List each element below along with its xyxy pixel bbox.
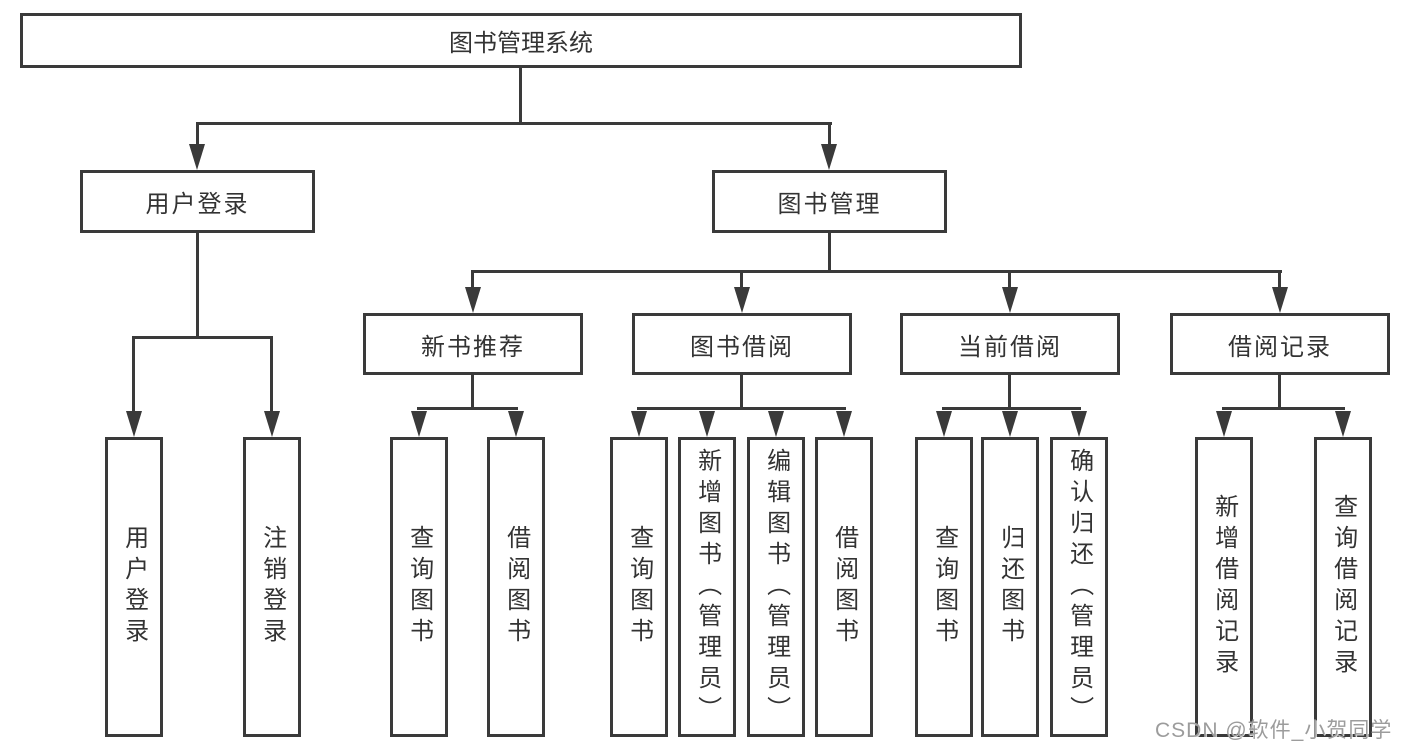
connector-line: [196, 122, 199, 146]
connector-line: [740, 375, 743, 410]
connector-line: [1008, 270, 1011, 289]
arrow-down-icon: [936, 411, 952, 437]
node-user-login: 用户登录: [80, 170, 315, 233]
leaf-add-book-admin: 新增图书（管理员）: [678, 437, 736, 737]
leaf-borrow-books-recommend: 借阅图书: [487, 437, 545, 737]
arrow-down-icon: [1335, 411, 1351, 437]
arrow-down-icon: [768, 411, 784, 437]
connector-line: [942, 407, 1081, 410]
leaf-borrow-books-borrowing: 借阅图书: [815, 437, 873, 737]
arrow-down-icon: [836, 411, 852, 437]
leaf-query-books-current: 查询图书: [915, 437, 973, 737]
arrow-down-icon: [508, 411, 524, 437]
connector-line: [1008, 375, 1011, 410]
connector-line: [196, 233, 199, 339]
connector-line: [1278, 270, 1281, 289]
arrow-down-icon: [631, 411, 647, 437]
arrow-down-icon: [264, 411, 280, 437]
csdn-watermark: CSDN @软件_小贺同学: [1155, 719, 1393, 742]
connector-line: [471, 270, 1282, 273]
arrow-down-icon: [465, 287, 481, 313]
arrow-down-icon: [1071, 411, 1087, 437]
connector-line: [637, 407, 846, 410]
connector-line: [519, 68, 522, 125]
arrow-down-icon: [126, 411, 142, 437]
node-book-borrowing: 图书借阅: [632, 313, 852, 375]
leaf-return-book: 归还图书: [981, 437, 1039, 737]
arrow-down-icon: [821, 144, 837, 170]
leaf-logout: 注销登录: [243, 437, 301, 737]
arrow-down-icon: [1216, 411, 1232, 437]
leaf-query-books-recommend: 查询图书: [390, 437, 448, 737]
leaf-query-books-borrowing: 查询图书: [610, 437, 668, 737]
node-new-book-recommendation: 新书推荐: [363, 313, 583, 375]
connector-line: [740, 270, 743, 289]
connector-line: [417, 407, 518, 410]
connector-line: [132, 336, 135, 413]
node-book-management: 图书管理: [712, 170, 947, 233]
node-borrowing-records: 借阅记录: [1170, 313, 1390, 375]
node-current-borrowing: 当前借阅: [900, 313, 1120, 375]
connector-line: [471, 375, 474, 410]
connector-line: [1222, 407, 1345, 410]
arrow-down-icon: [1002, 287, 1018, 313]
connector-line: [196, 122, 832, 125]
connector-line: [1278, 375, 1281, 410]
connector-line: [132, 336, 273, 339]
leaf-confirm-return-admin: 确认归还（管理员）: [1050, 437, 1108, 737]
arrow-down-icon: [1002, 411, 1018, 437]
connector-line: [828, 233, 831, 273]
arrow-down-icon: [699, 411, 715, 437]
leaf-edit-book-admin: 编辑图书（管理员）: [747, 437, 805, 737]
arrow-down-icon: [411, 411, 427, 437]
leaf-query-borrow-record: 查询借阅记录: [1314, 437, 1372, 737]
arrow-down-icon: [189, 144, 205, 170]
connector-line: [471, 270, 474, 289]
node-library-management-system: 图书管理系统: [20, 13, 1022, 68]
leaf-add-borrow-record: 新增借阅记录: [1195, 437, 1253, 737]
arrow-down-icon: [1272, 287, 1288, 313]
connector-line: [828, 122, 831, 146]
arrow-down-icon: [734, 287, 750, 313]
connector-line: [270, 336, 273, 413]
leaf-user-login: 用户登录: [105, 437, 163, 737]
